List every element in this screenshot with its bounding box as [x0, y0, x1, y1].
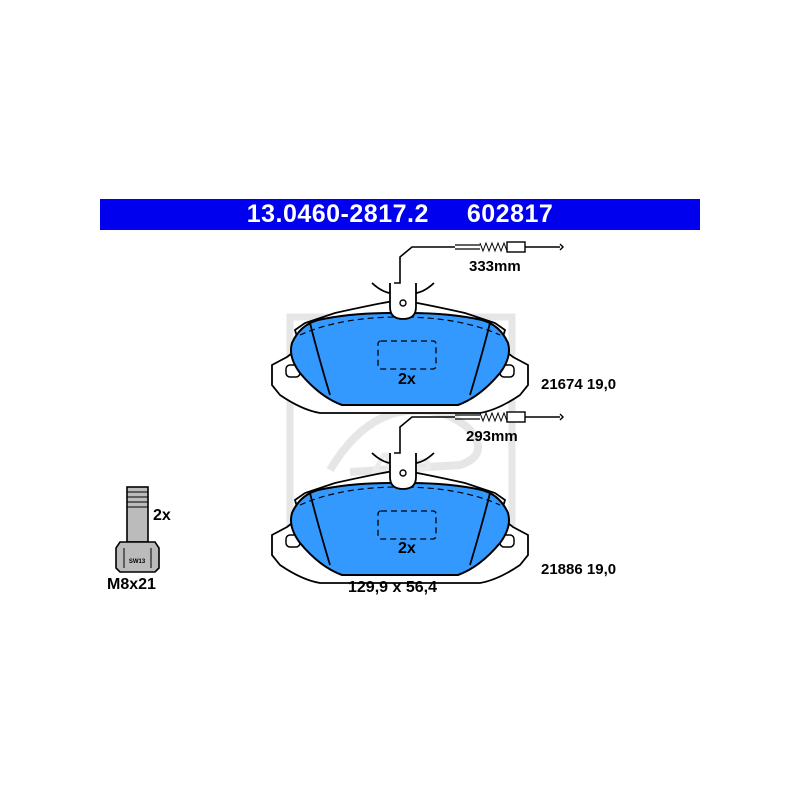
bottom-pad-spec: 21886 19,0	[541, 561, 616, 578]
bottom-wire-length: 293mm	[466, 428, 518, 445]
top-pad-spec: 21674 19,0	[541, 376, 616, 393]
pad-dimensions: 129,9 x 56,4	[348, 579, 437, 596]
bolt-quantity: 2x	[153, 507, 171, 524]
reference-number: 602817	[466, 200, 554, 228]
bolt-size: M8x21	[107, 576, 156, 593]
bolt-drawing: SW13	[115, 486, 160, 573]
brake-pad-bottom-shape	[271, 411, 564, 584]
part-number: 13.0460-2817.2	[246, 200, 429, 228]
top-pad-quantity: 2x	[398, 371, 416, 388]
product-header-bar: 13.0460-2817.2 602817	[100, 199, 700, 230]
bottom-pad-quantity: 2x	[398, 540, 416, 557]
top-wire-length: 333mm	[469, 258, 521, 275]
brake-pad-bottom	[271, 411, 564, 584]
bolt-head-mark: SW13	[129, 559, 146, 565]
